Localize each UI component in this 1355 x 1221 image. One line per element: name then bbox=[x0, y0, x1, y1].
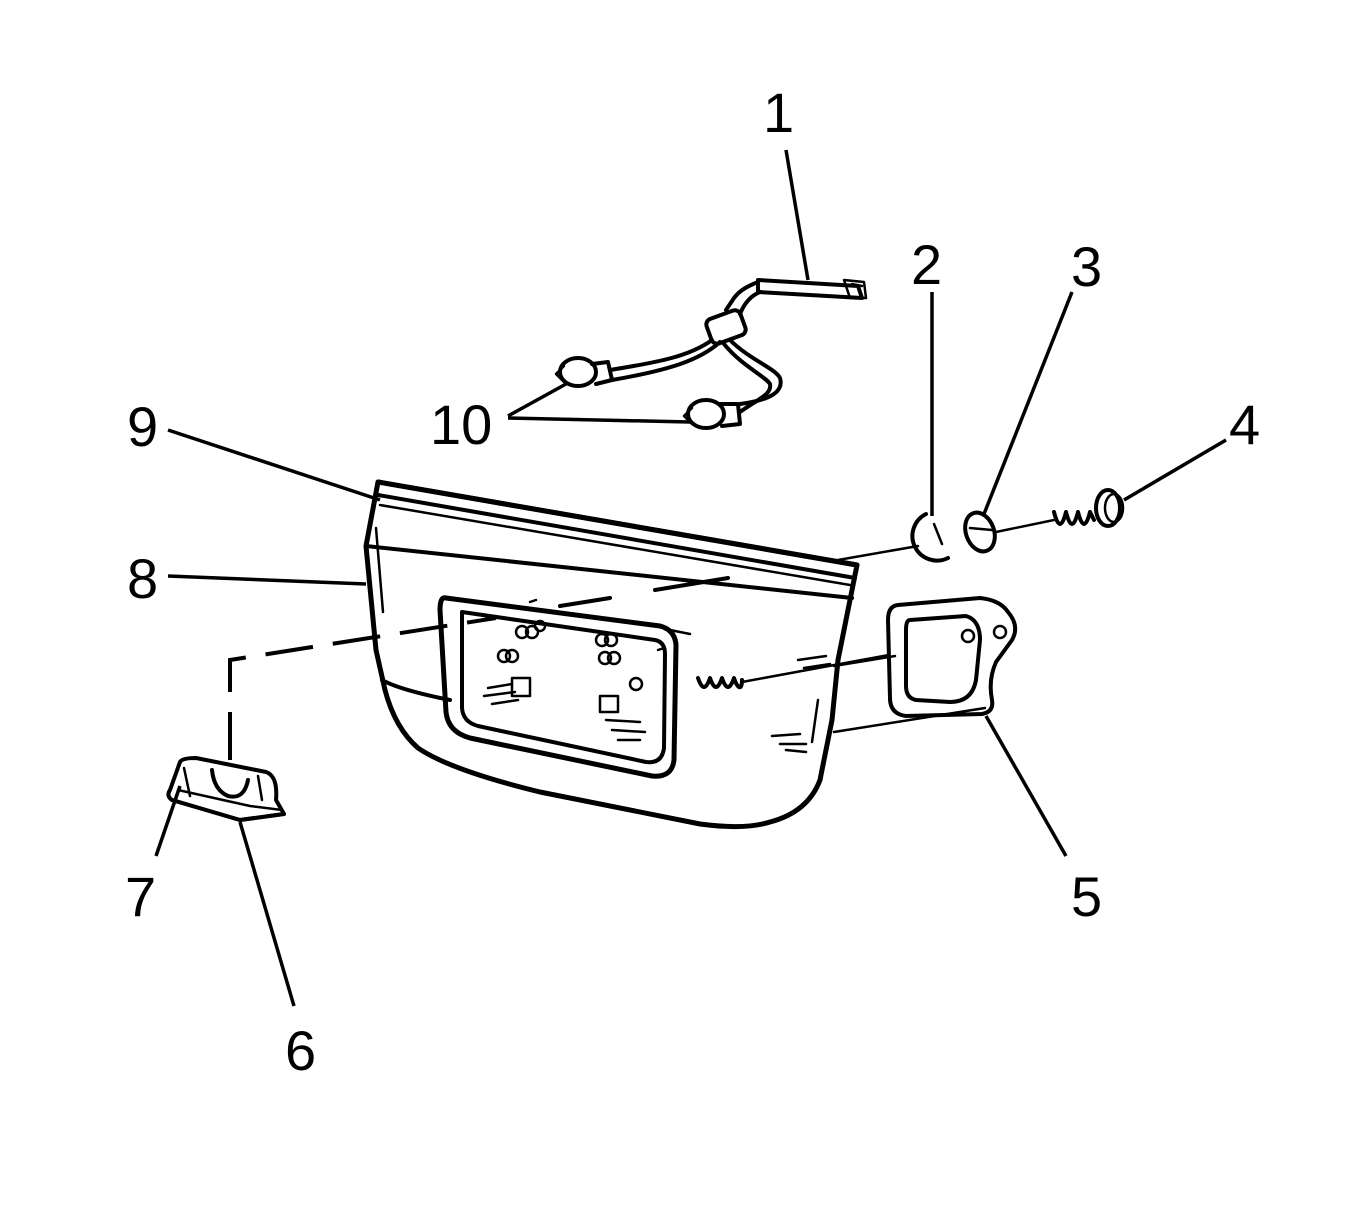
callout-9: 9 bbox=[127, 395, 158, 458]
callout-3: 3 bbox=[1071, 235, 1102, 298]
mounting-bracket bbox=[832, 596, 1018, 734]
callout-7: 7 bbox=[125, 865, 156, 928]
callout-2: 2 bbox=[911, 233, 942, 296]
fastener-stack bbox=[836, 488, 1125, 563]
callout-1: 1 bbox=[763, 81, 794, 144]
wiring-harness bbox=[554, 278, 868, 430]
callout-5: 5 bbox=[1071, 865, 1102, 928]
callout-4: 4 bbox=[1229, 393, 1260, 456]
callout-8: 8 bbox=[127, 547, 158, 610]
rear-trim-panel bbox=[363, 479, 910, 830]
callout-10: 10 bbox=[430, 393, 492, 456]
leader-lines bbox=[154, 149, 1227, 1007]
lamp-install-line bbox=[228, 616, 497, 760]
callout-6: 6 bbox=[285, 1019, 316, 1082]
license-lamp bbox=[166, 756, 286, 822]
